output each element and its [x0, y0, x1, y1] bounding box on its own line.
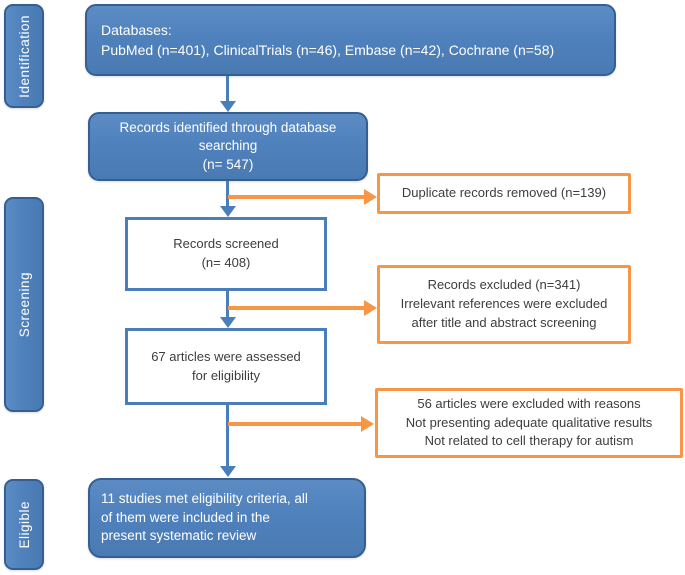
box-records-excluded-text: Records excluded (n=341) Irrelevant refe…: [400, 277, 608, 330]
arrow-down-3-line: [226, 291, 229, 318]
stage-identification: Identification: [4, 4, 44, 108]
box-records-screened-text: Records screened (n= 408): [173, 236, 279, 270]
arrow-down-2-line: [226, 181, 229, 207]
stage-eligible: Eligible: [4, 479, 44, 570]
stage-identification-label: Identification: [16, 14, 32, 98]
arrow-down-2-head: [220, 206, 236, 217]
arrow-right-1-line: [228, 195, 364, 199]
arrow-down-4-head: [220, 466, 236, 477]
arrow-down-1-line: [226, 76, 229, 102]
arrow-right-1-head: [364, 189, 377, 205]
box-records-excluded: Records excluded (n=341) Irrelevant refe…: [377, 265, 631, 344]
arrow-down-1-head: [220, 101, 236, 112]
arrow-right-3-line: [228, 422, 361, 426]
box-records-identified: Records identified through database sear…: [88, 112, 368, 181]
arrow-right-3-head: [361, 416, 374, 432]
box-studies-included-text: 11 studies met eligibility criteria, all…: [101, 490, 308, 544]
arrow-down-3-head: [220, 317, 236, 328]
box-excluded-with-reasons-text: 56 articles were excluded with reasons N…: [405, 395, 653, 449]
stage-screening-label: Screening: [16, 271, 32, 338]
arrow-right-2-head: [364, 300, 377, 316]
box-records-identified-text: Records identified through database sear…: [119, 120, 337, 172]
box-databases: Databases: PubMed (n=401), ClinicalTrial…: [85, 4, 616, 76]
box-duplicates-removed: Duplicate records removed (n=139): [377, 173, 631, 214]
box-databases-text: Databases: PubMed (n=401), ClinicalTrial…: [101, 21, 555, 58]
arrow-right-2-line: [228, 306, 364, 310]
box-records-screened: Records screened (n= 408): [125, 217, 327, 291]
arrow-down-4-line: [226, 405, 229, 467]
stage-screening: Screening: [4, 197, 44, 412]
box-studies-included: 11 studies met eligibility criteria, all…: [88, 478, 366, 558]
box-excluded-with-reasons: 56 articles were excluded with reasons N…: [375, 388, 683, 458]
stage-eligible-label: Eligible: [16, 500, 32, 549]
box-duplicates-removed-text: Duplicate records removed (n=139): [401, 185, 607, 201]
box-articles-assessed-text: 67 articles were assessed for eligibilit…: [151, 348, 301, 383]
box-articles-assessed: 67 articles were assessed for eligibilit…: [125, 328, 327, 405]
